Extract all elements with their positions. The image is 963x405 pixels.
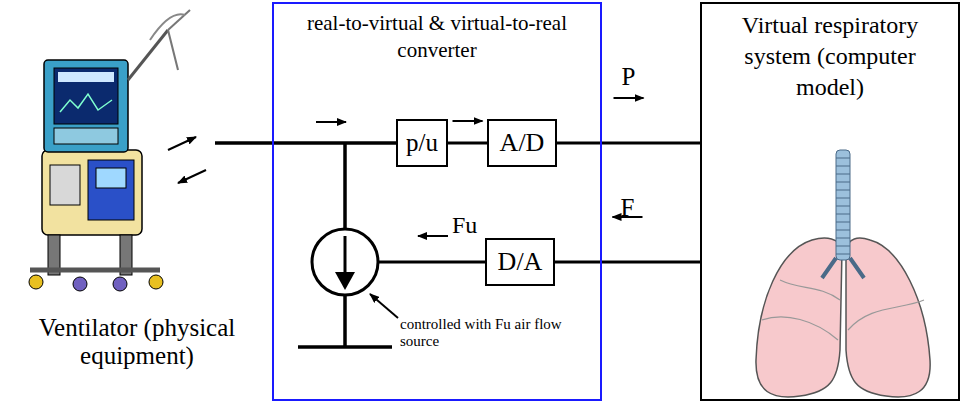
box-label: D/A (498, 245, 543, 279)
box-heading: Virtual respiratory system (computer mod… (715, 10, 945, 104)
ground-line (298, 345, 392, 349)
trachea-ring (836, 222, 850, 223)
trachea-ring (836, 214, 850, 215)
wire (343, 143, 347, 229)
trachea-ring (836, 198, 850, 199)
flow-arrow (316, 121, 346, 123)
flow-source-symbol (312, 229, 378, 295)
trachea-ring (836, 166, 850, 167)
flow-arrow (418, 235, 448, 237)
trachea-ring (836, 230, 850, 231)
trachea-ring (836, 238, 850, 239)
connector-line (557, 142, 700, 145)
trachea-ring (836, 158, 850, 159)
signal-name: P (622, 63, 636, 91)
signal-connector (448, 121, 487, 143)
signal-connector (555, 217, 700, 262)
wire (215, 141, 396, 145)
process-box: A/D (487, 119, 557, 167)
trachea-ring (836, 174, 850, 175)
direction-arrow (453, 120, 483, 122)
trachea-ring (836, 254, 850, 255)
connector-line (448, 142, 487, 145)
trachea-ring (836, 246, 850, 247)
box-heading: real-to-virtual & virtual-to-real conver… (302, 10, 572, 65)
lungs-illustration (756, 150, 930, 397)
ventilator-illustration (29, 10, 190, 291)
flow-arrow (168, 137, 196, 150)
flow-arrow (178, 170, 206, 183)
model-box: Virtual respiratory system (computer mod… (700, 2, 960, 401)
direction-arrow (614, 97, 644, 99)
callout-text: controlled with Fu air flow source (400, 316, 575, 349)
equipment-label: Ventilator (physical equipment) (2, 314, 272, 369)
signal-connector (557, 98, 700, 143)
process-box: p/u (396, 119, 448, 167)
wire (378, 261, 485, 264)
connector-line (555, 261, 700, 264)
wire (343, 295, 347, 347)
signal-name: F (621, 194, 635, 222)
trachea-ring (836, 190, 850, 191)
box-label: A/D (500, 126, 545, 160)
leader-line (370, 294, 398, 318)
trachea-ring (836, 206, 850, 207)
trachea-ring (836, 182, 850, 183)
signal-name: Fu (452, 212, 477, 238)
box-label: p/u (406, 127, 438, 160)
process-box: D/A (485, 238, 555, 286)
